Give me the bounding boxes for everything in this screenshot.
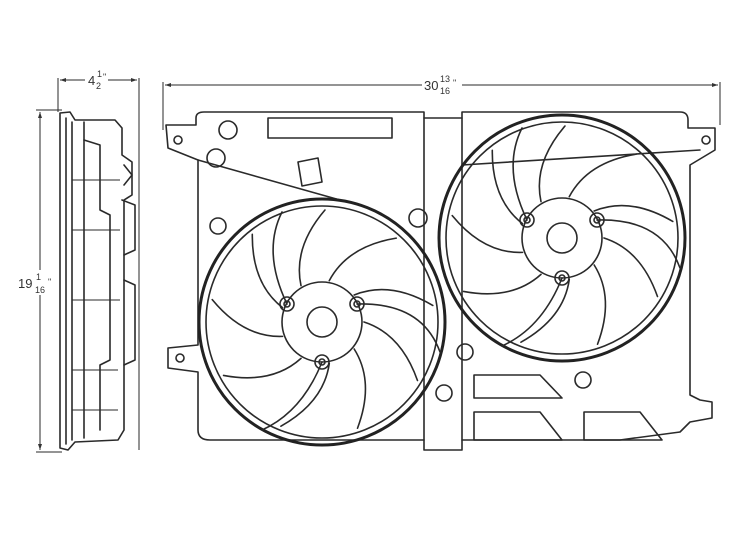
fan-blade: [491, 149, 524, 225]
mount-bolt-icon: [283, 300, 291, 308]
motor-mount-boss: [554, 270, 570, 286]
mount-bolt-icon: [318, 358, 326, 366]
fan-blade: [222, 357, 302, 379]
height-dimension: 19 1 16 ": [18, 109, 62, 453]
fan-blade: [520, 278, 571, 343]
depth-unit: ": [103, 72, 106, 82]
motor-mount-boss: [314, 354, 330, 370]
motor-mount-boss: [279, 296, 295, 312]
fan-shroud-ring: [197, 197, 447, 447]
mount-bolt-icon: [523, 216, 531, 224]
motor-support-strut: [261, 211, 441, 431]
side-view: [59, 111, 136, 451]
fan-blade: [568, 153, 638, 198]
width-den: 16: [440, 86, 450, 96]
fan-blade: [451, 214, 524, 254]
fan-motor-housing: [521, 197, 603, 279]
fan-hub: [546, 222, 578, 254]
fan-blade: [603, 237, 659, 298]
fan-blade: [298, 209, 326, 287]
fan-blade: [211, 298, 284, 338]
fan-blade: [593, 204, 674, 223]
depth-dimension: 4 1 2 ": [57, 69, 140, 450]
width-num: 13: [440, 74, 450, 84]
fan-blade: [251, 233, 284, 309]
height-den: 16: [35, 285, 45, 295]
shroud-frame: [165, 111, 716, 451]
fan-blade: [363, 321, 419, 382]
fan-blade: [462, 273, 542, 295]
fan-blade: [538, 125, 566, 203]
height-unit: ": [48, 277, 51, 287]
motor-mount-boss: [519, 212, 535, 228]
height-num: 1: [36, 272, 41, 282]
fan-inner-ring: [205, 205, 439, 439]
width-whole: 30: [424, 78, 438, 93]
width-dimension: 30 13 16 ": [162, 74, 721, 130]
fan-inner-ring: [445, 121, 679, 355]
depth-den: 2: [96, 81, 101, 91]
fan-blade: [593, 264, 607, 346]
depth-whole: 4: [88, 73, 95, 88]
fan-shroud-ring: [437, 113, 687, 363]
width-unit: ": [453, 78, 456, 88]
motor-support-strut: [501, 127, 681, 347]
fan-blade: [328, 237, 398, 282]
mount-bolt-icon: [558, 274, 566, 282]
height-whole: 19: [18, 276, 32, 291]
right-fan: [437, 113, 687, 363]
depth-num: 1: [97, 69, 102, 79]
fan-motor-housing: [281, 281, 363, 363]
fan-blade: [353, 288, 434, 307]
fan-blade: [280, 362, 331, 427]
fan-hub: [306, 306, 338, 338]
left-fan: [197, 197, 447, 447]
fan-blade: [353, 348, 367, 430]
